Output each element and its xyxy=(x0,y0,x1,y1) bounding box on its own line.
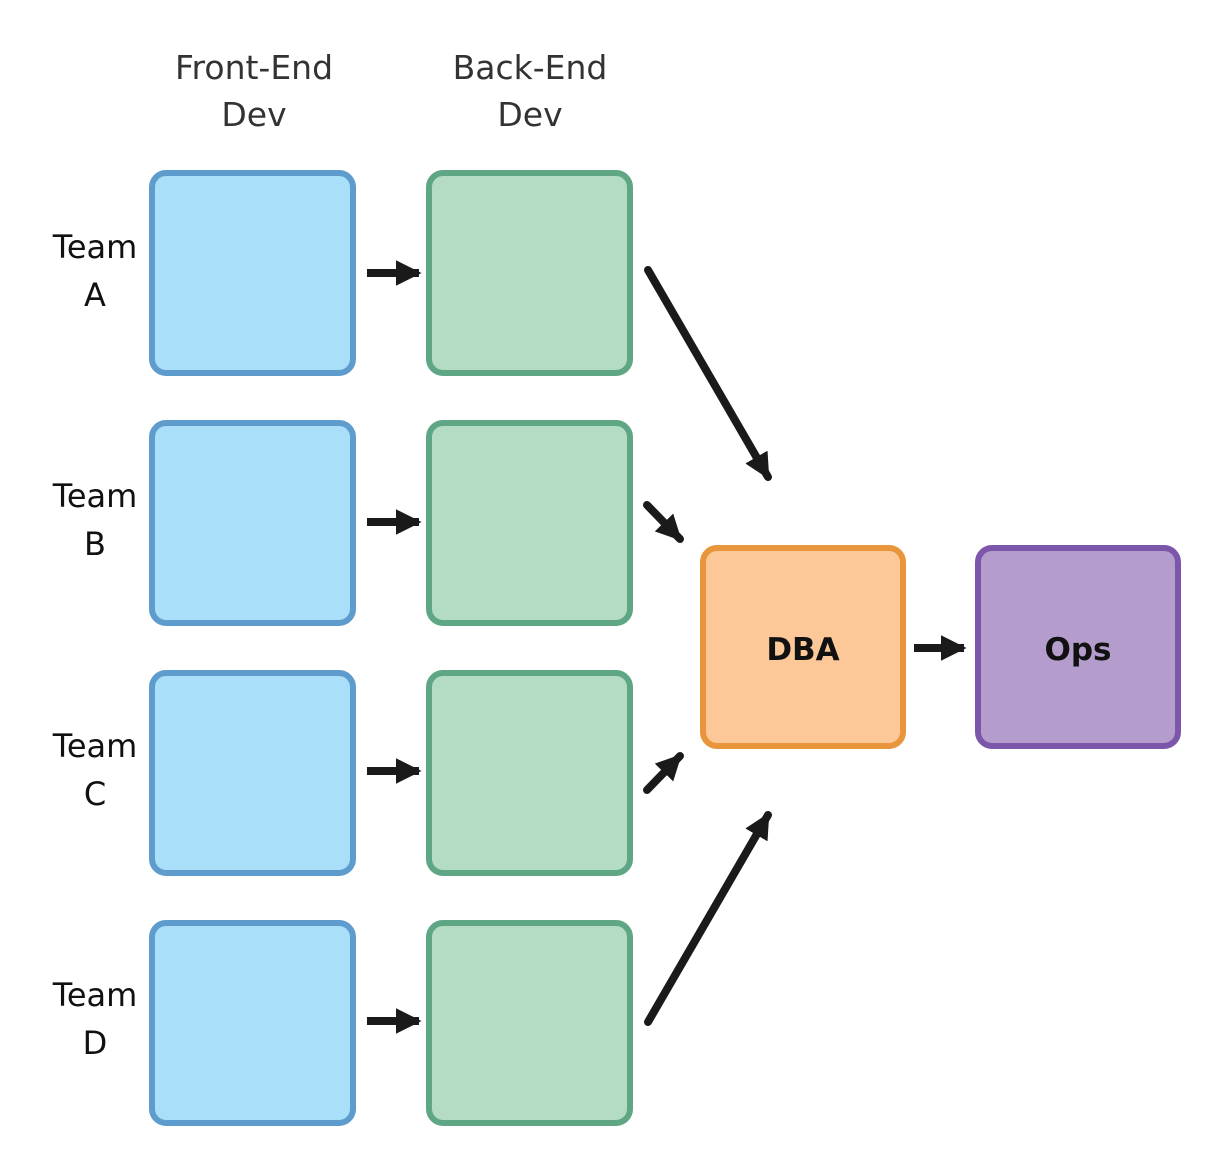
dba-box xyxy=(700,545,906,749)
dba-label: DBA xyxy=(766,632,839,668)
dba-node: DBA xyxy=(700,545,906,749)
team-d-front-end-box xyxy=(149,920,356,1126)
column-header-front-end-line-1: Front-End xyxy=(175,48,333,87)
team-b-row: Team B xyxy=(52,420,633,626)
team-b-front-end-box xyxy=(149,420,356,626)
team-d-to-dba-arrow xyxy=(644,811,772,1026)
team-d-back-end-box xyxy=(426,920,633,1126)
team-a-to-dba-arrow xyxy=(644,266,772,481)
ops-label: Ops xyxy=(1045,632,1112,668)
team-a-label-line-1: Team xyxy=(52,228,138,266)
column-header-back-end-line-2: Dev xyxy=(497,95,562,134)
team-d-label-line-1: Team xyxy=(52,976,138,1014)
ops-node: Ops xyxy=(975,545,1181,749)
team-b-to-dba-arrow xyxy=(643,501,684,543)
team-c-back-end-box xyxy=(426,670,633,876)
team-a-front-end-box xyxy=(149,170,356,376)
column-header-back-end: Back-End Dev xyxy=(453,48,608,134)
team-d-label-line-2: D xyxy=(83,1024,108,1062)
team-a-back-end-box xyxy=(426,170,633,376)
team-b-label-line-1: Team xyxy=(52,477,138,515)
team-a-row: Team A xyxy=(52,170,633,376)
team-d-row: Team D xyxy=(52,920,633,1126)
team-b-back-end-box xyxy=(426,420,633,626)
team-c-row: Team C xyxy=(52,670,633,876)
team-a-label-line-2: A xyxy=(84,276,106,314)
column-header-front-end: Front-End Dev xyxy=(175,48,333,134)
column-header-front-end-line-2: Dev xyxy=(221,95,286,134)
team-c-to-dba-arrow xyxy=(643,752,684,794)
team-c-label-line-2: C xyxy=(84,775,106,813)
team-c-front-end-box xyxy=(149,670,356,876)
ops-box xyxy=(975,545,1181,749)
team-b-label-line-2: B xyxy=(84,525,106,563)
column-header-back-end-line-1: Back-End xyxy=(453,48,608,87)
team-c-label-line-1: Team xyxy=(52,727,138,765)
